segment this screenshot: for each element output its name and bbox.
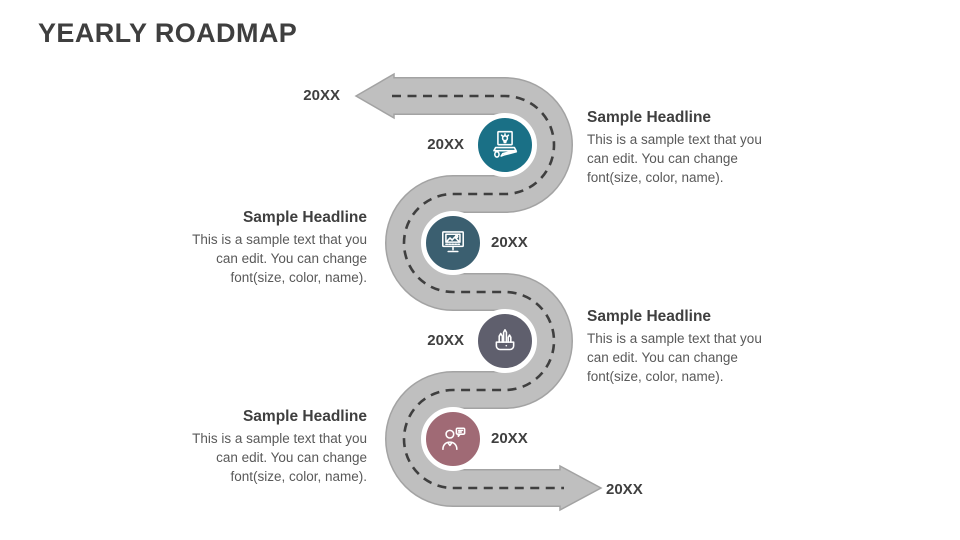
milestone-node-1 xyxy=(473,113,537,177)
milestone-node-3 xyxy=(473,309,537,373)
monitor-image-icon xyxy=(442,231,464,253)
milestone-text-1: Sample Headline This is a sample text th… xyxy=(587,108,783,187)
milestone-node-4 xyxy=(421,407,485,471)
stationery-icon xyxy=(495,329,515,351)
milestone-body: This is a sample text that you can edit.… xyxy=(192,431,367,484)
milestone-body: This is a sample text that you can edit.… xyxy=(192,232,367,285)
year-label-4: 20XX xyxy=(491,430,528,447)
end-arrow-icon xyxy=(559,464,603,512)
year-label-1: 20XX xyxy=(427,136,464,153)
year-label-3: 20XX xyxy=(427,332,464,349)
milestone-text-3: Sample Headline This is a sample text th… xyxy=(587,307,783,386)
milestone-node-2 xyxy=(421,211,485,275)
milestone-text-4: Sample Headline This is a sample text th… xyxy=(171,407,367,486)
milestone-headline: Sample Headline xyxy=(242,209,367,226)
person-chat-icon xyxy=(442,427,466,450)
milestone-body: This is a sample text that you can edit.… xyxy=(587,331,762,384)
milestone-headline: Sample Headline xyxy=(587,109,712,126)
milestone-text-2: Sample Headline This is a sample text th… xyxy=(171,208,367,287)
year-label-start: 20XX xyxy=(303,87,340,104)
milestone-headline: Sample Headline xyxy=(587,308,712,325)
road-dashed-line xyxy=(392,94,564,490)
start-arrow-icon xyxy=(354,72,395,120)
milestone-body: This is a sample text that you can edit.… xyxy=(587,132,762,185)
year-label-2: 20XX xyxy=(491,234,528,251)
year-label-end: 20XX xyxy=(606,481,643,498)
slide-title: YEARLY ROADMAP xyxy=(38,18,298,48)
idea-laptop-icon xyxy=(493,130,518,158)
milestone-headline: Sample Headline xyxy=(242,408,367,425)
